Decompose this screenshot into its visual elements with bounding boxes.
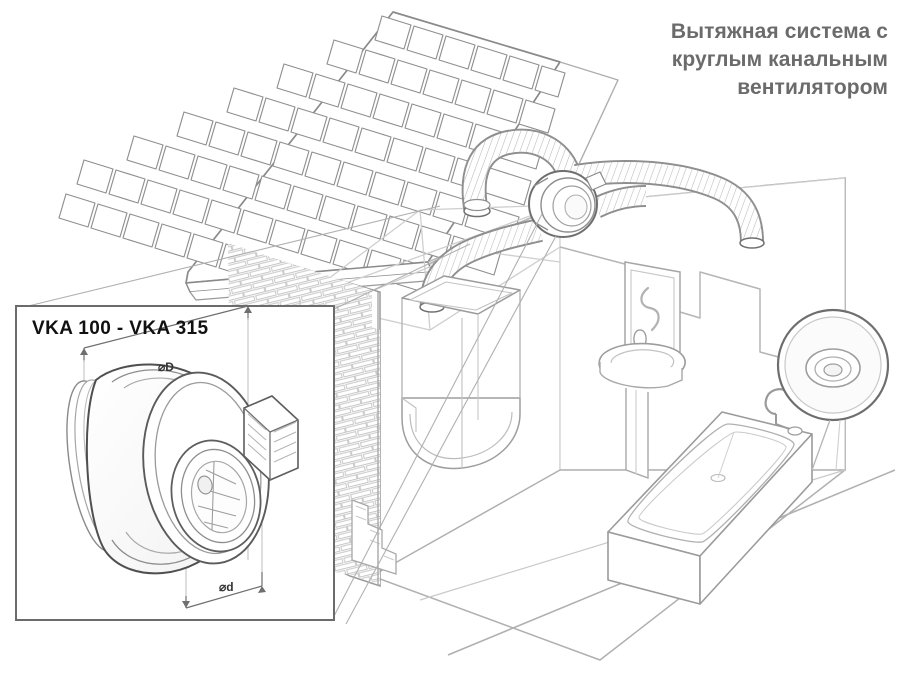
dimension-outer-diameter <box>80 305 252 362</box>
duct-segment-right-run <box>574 160 765 249</box>
wall-vent-grille <box>776 308 890 471</box>
inner-diameter-label: ⌀d <box>219 580 234 594</box>
inset-model-label: VKA 100 - VKA 315 <box>32 318 209 339</box>
vka-fan-unit <box>66 363 299 575</box>
page-title: Вытяжная система с круглым канальным вен… <box>670 20 888 99</box>
shower-cabin <box>401 275 521 470</box>
washbasin <box>598 329 686 479</box>
attic-inline-fan <box>528 170 607 238</box>
dimension-inner-diameter <box>182 572 266 609</box>
duct-segment-fan-outlet <box>591 185 647 218</box>
junction-box <box>243 395 299 481</box>
outer-diameter-label: ⌀D <box>158 360 174 374</box>
inset-detail-box <box>15 305 335 621</box>
callout-lines <box>19 205 557 625</box>
bathtub <box>607 388 813 605</box>
tiled-roof <box>58 11 619 306</box>
duct-segment-upper-left <box>461 128 580 218</box>
